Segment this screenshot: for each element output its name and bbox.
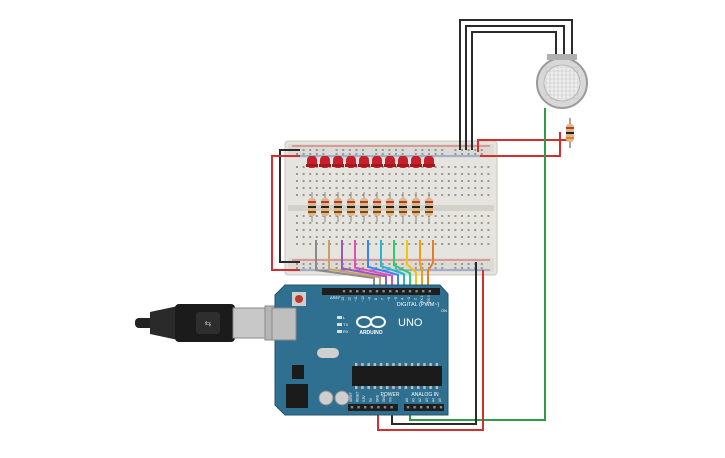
tx-led-label: TX <box>343 322 348 327</box>
digital-header <box>322 288 440 295</box>
signal-wires <box>315 240 434 290</box>
signal-wire <box>328 240 381 290</box>
digital-pin-label: ~11 <box>354 296 358 302</box>
power-pin-label: IOREF <box>349 392 353 402</box>
led[interactable] <box>384 156 396 168</box>
led[interactable] <box>345 156 357 168</box>
atmega-chip <box>352 366 442 386</box>
breadboard-holes <box>296 149 490 269</box>
digital-pin-label: ~10 <box>361 296 365 302</box>
resistor[interactable] <box>425 192 433 222</box>
usb-cable[interactable]: ⇆ <box>135 304 286 342</box>
digital-pin-label: ~6 <box>387 297 391 301</box>
led[interactable] <box>332 156 344 168</box>
digital-pin-label: 8 <box>374 298 378 300</box>
power-pin-label: Vin <box>389 397 393 402</box>
signal-wire <box>341 240 387 290</box>
resistor[interactable] <box>386 192 394 222</box>
power-pin-label: GND <box>382 394 386 402</box>
analog-pin-label: A5 <box>438 398 442 402</box>
power-pin-label: 3.3V <box>362 395 366 402</box>
signal-wire <box>354 240 393 290</box>
signal-wire <box>419 240 423 290</box>
analog-pin-label: A4 <box>431 398 435 402</box>
analog-pin-label: A3 <box>425 398 429 402</box>
resistor[interactable] <box>334 192 342 222</box>
svg-text:⇆: ⇆ <box>205 319 212 328</box>
signal-wire <box>380 240 405 290</box>
analog-label: ANALOG IN <box>411 392 439 398</box>
led[interactable] <box>306 156 318 168</box>
analog-pin-label: A0 <box>405 398 409 402</box>
led[interactable] <box>371 156 383 168</box>
digital-pin-label: RX 0 <box>427 295 431 303</box>
digital-pin-label: 12 <box>348 297 352 301</box>
resistor-row <box>308 192 433 222</box>
power-pin-label: GND <box>375 394 379 402</box>
led[interactable] <box>423 156 435 168</box>
resistor[interactable] <box>412 192 420 222</box>
power-pin-label: 5V <box>369 397 373 402</box>
signal-wire <box>315 240 375 290</box>
digital-pin-label: ~9 <box>367 297 371 301</box>
l-led-label: L <box>343 315 346 320</box>
sensor-mesh <box>545 66 579 100</box>
gas-sensor[interactable] <box>536 54 588 109</box>
resistor[interactable] <box>321 192 329 222</box>
led[interactable] <box>397 156 409 168</box>
analog-header <box>404 404 444 411</box>
signal-wire <box>406 240 417 290</box>
sensor-resistor[interactable] <box>566 118 574 148</box>
led[interactable] <box>358 156 370 168</box>
rx-led-label: RX <box>343 329 349 334</box>
signal-wire <box>427 240 434 290</box>
resistor[interactable] <box>347 192 355 222</box>
led[interactable] <box>319 156 331 168</box>
digital-pin-label: ~5 <box>394 297 398 301</box>
resistor[interactable] <box>399 192 407 222</box>
digital-pin-label: TX 1 <box>420 295 424 302</box>
digital-pin-label: 13 <box>341 297 345 301</box>
resistor[interactable] <box>373 192 381 222</box>
model-label: UNO <box>398 317 423 329</box>
brand-label: ARDUINO <box>359 330 382 336</box>
reset-button[interactable] <box>295 295 303 303</box>
digital-pin-label: 4 <box>400 298 404 300</box>
signal-wire <box>367 240 399 290</box>
analog-pin-label: A2 <box>418 398 422 402</box>
power-pin-label: RESET <box>356 391 360 402</box>
digital-header-label: DIGITAL (PWM~) <box>397 302 440 308</box>
on-label: ON <box>441 308 447 313</box>
signal-wire <box>393 240 411 290</box>
aref-label: AREF <box>330 295 341 300</box>
resistor[interactable] <box>308 192 316 222</box>
digital-pin-label: 7 <box>381 298 385 300</box>
digital-pin-label: ~3 <box>407 297 411 301</box>
led[interactable] <box>410 156 422 168</box>
arduino-logo: ARDUINO <box>356 316 386 336</box>
analog-pin-label: A1 <box>412 398 416 402</box>
led-row <box>306 156 435 168</box>
power-label: POWER <box>381 392 400 398</box>
resistor[interactable] <box>360 192 368 222</box>
digital-pin-label: 2 <box>414 298 418 300</box>
